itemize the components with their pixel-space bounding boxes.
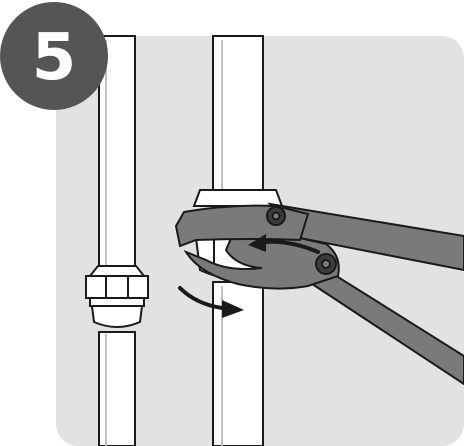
adjustable-wrench-icon [174, 202, 464, 386]
arrow-on-wrench [262, 239, 320, 254]
step-badge-icon: 5 [0, 2, 108, 110]
wrench-upper-jaw [174, 204, 310, 248]
rotation-arrow-icon [178, 234, 320, 318]
right-pipe-upper [212, 35, 264, 197]
left-pipe [98, 35, 136, 446]
left-pipe-lower [98, 331, 136, 446]
step-number: 5 [32, 21, 77, 95]
arrow-below-fitting [178, 286, 224, 310]
compression-nut-icon [85, 265, 149, 328]
